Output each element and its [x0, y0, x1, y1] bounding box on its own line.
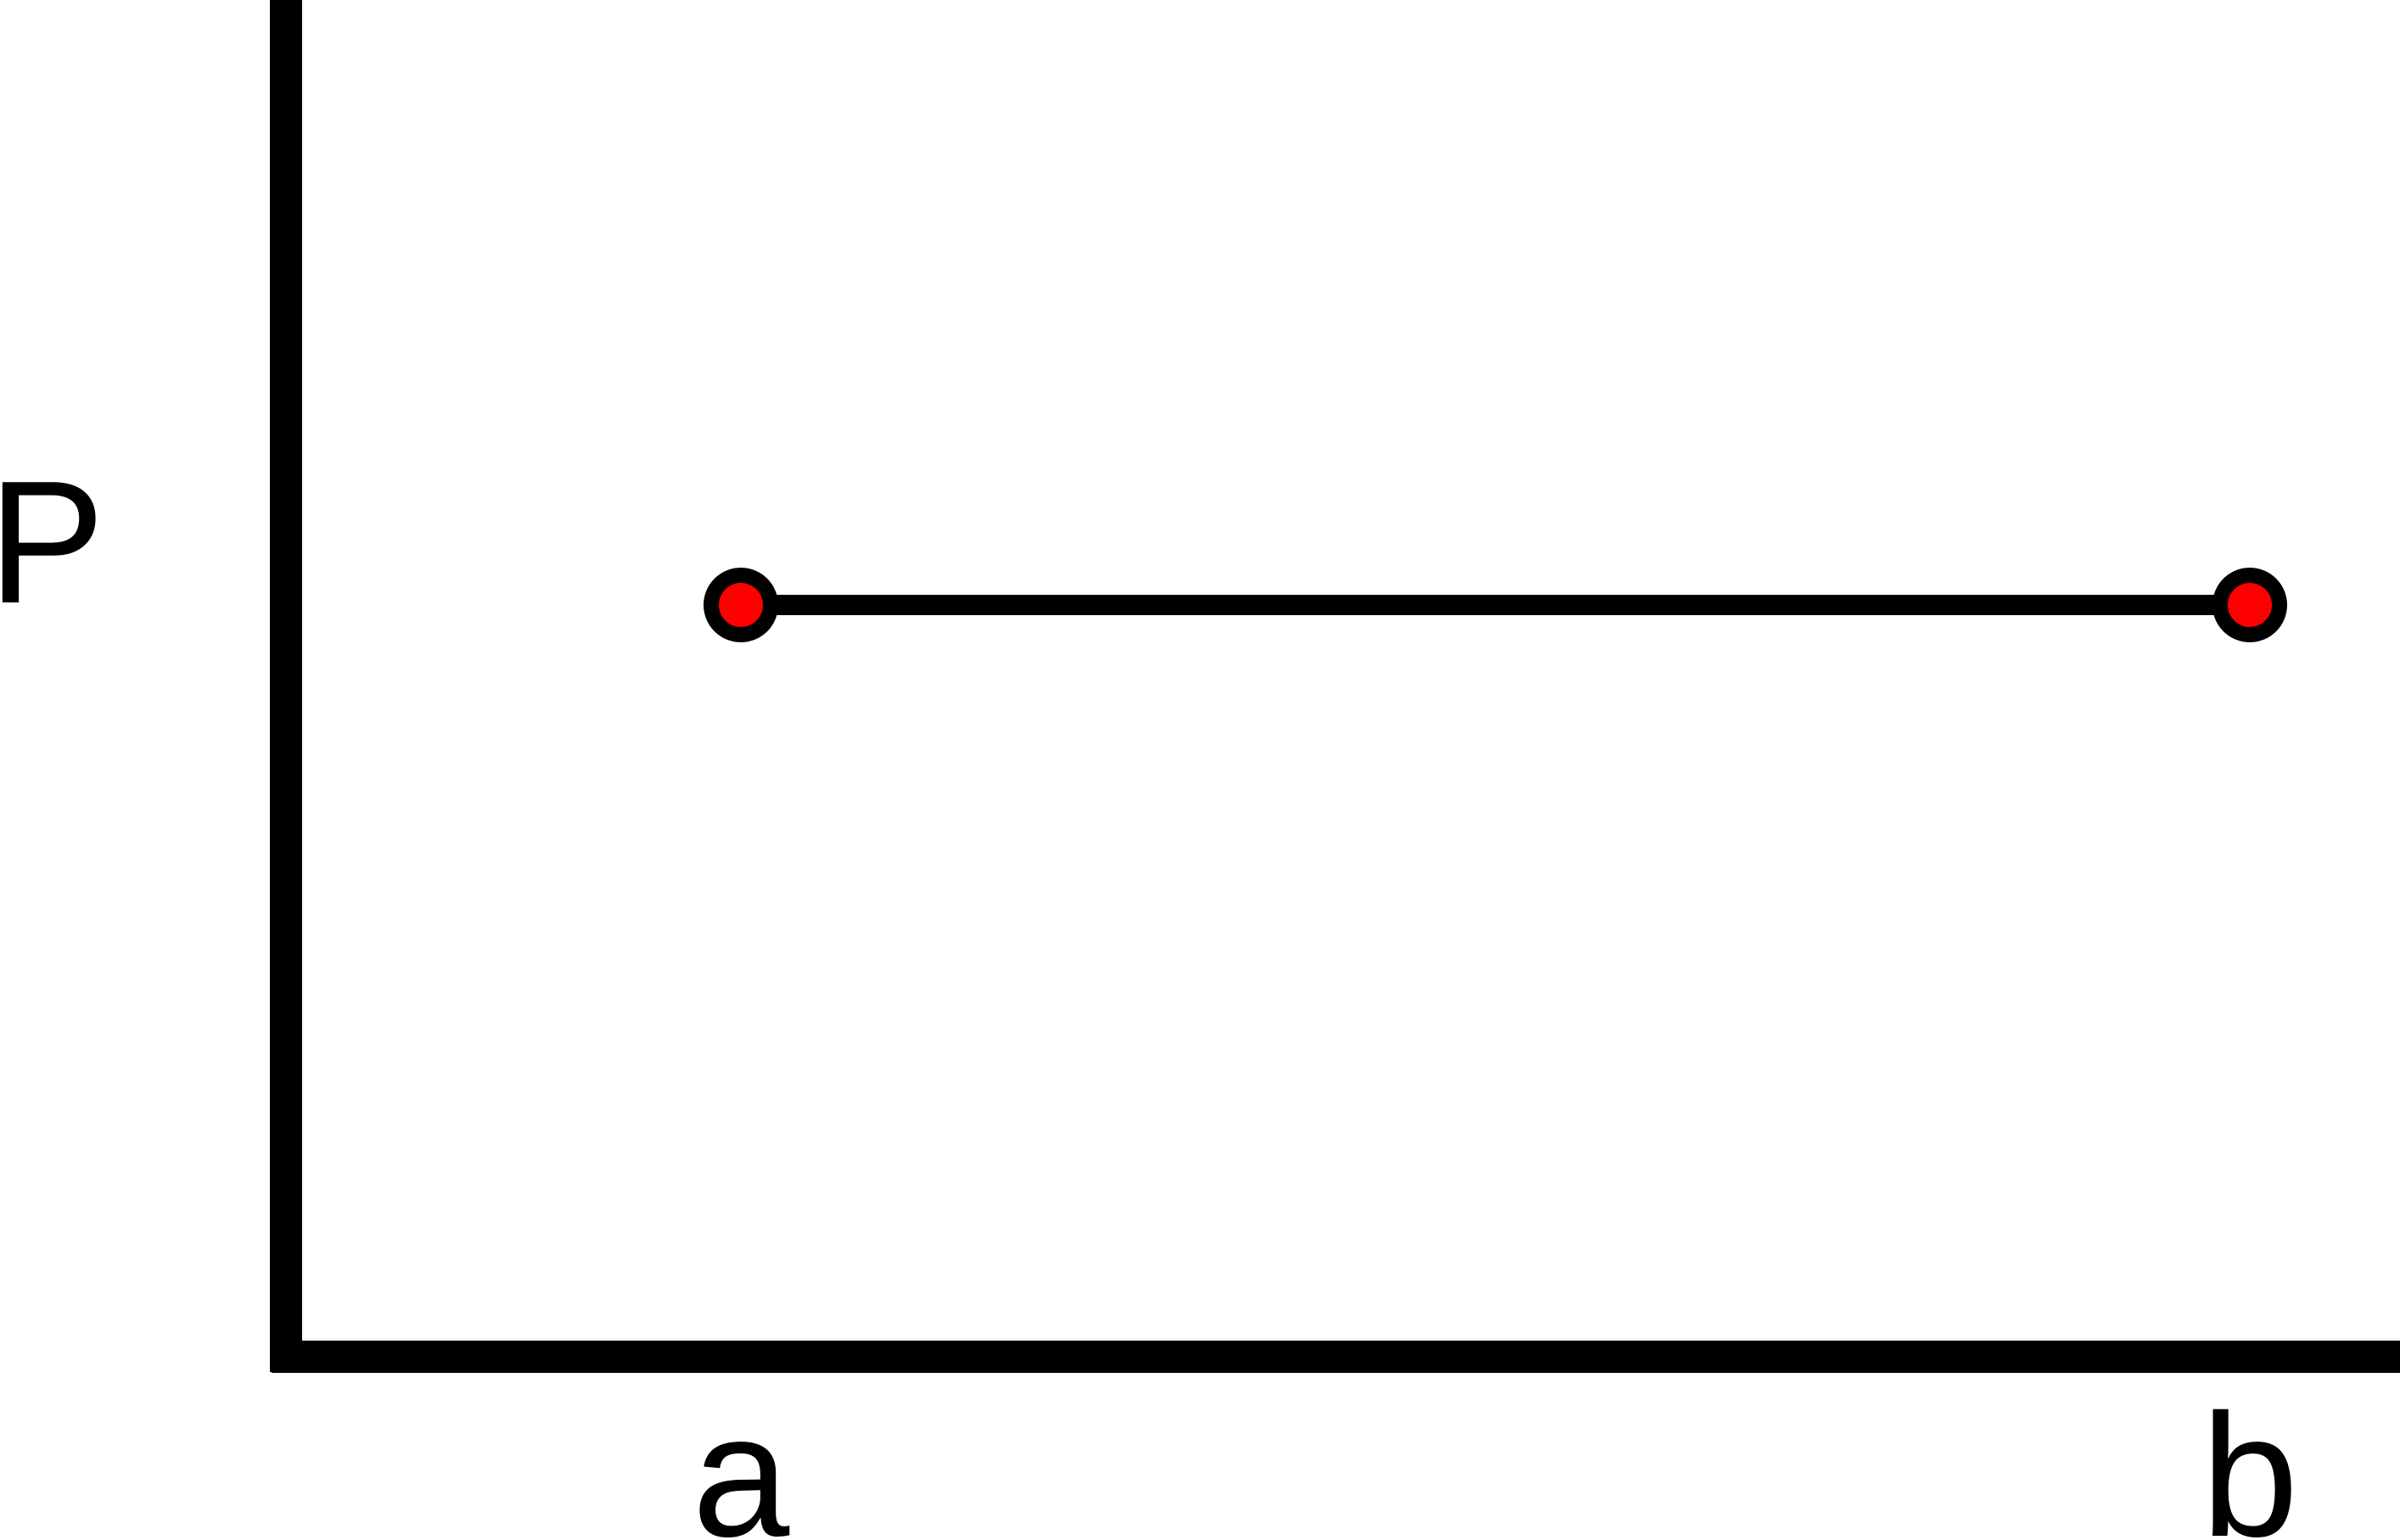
point-a-label: a — [693, 1378, 790, 1540]
endpoint-a — [704, 568, 778, 642]
y-axis-label: P — [0, 445, 104, 640]
endpoint-b — [2212, 568, 2287, 642]
point-b-label: b — [2201, 1378, 2299, 1540]
